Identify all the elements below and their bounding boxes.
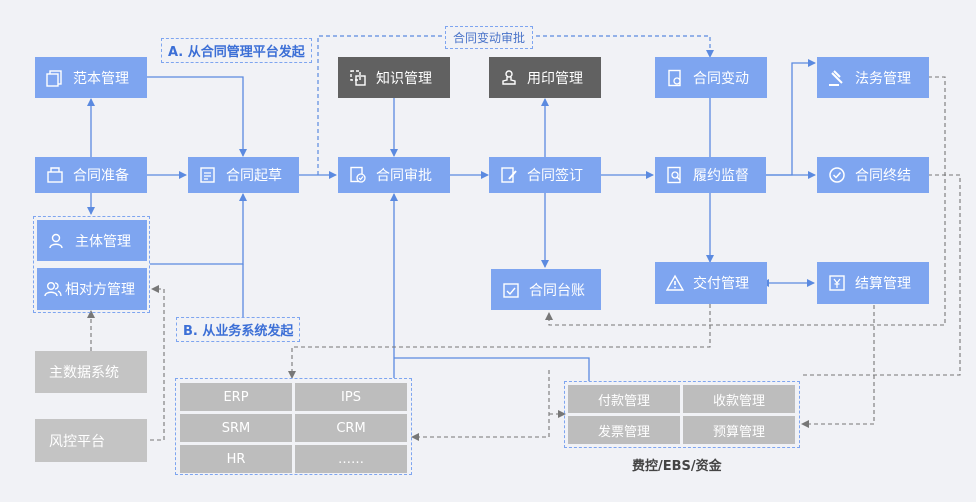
yen-icon	[827, 273, 847, 293]
system-label: IPS	[341, 389, 361, 405]
node-settlement-label: 结算管理	[855, 276, 911, 292]
person-icon	[47, 231, 67, 251]
node-risk[interactable]: 风控平台	[35, 419, 147, 462]
node-draft-label: 合同起草	[226, 168, 282, 184]
gavel-icon	[827, 68, 847, 88]
monitor-icon	[665, 165, 685, 185]
system-item[interactable]: ERP	[180, 383, 292, 411]
section-b-label: B. 从业务系统发起	[176, 317, 301, 342]
node-risk-label: 风控平台	[49, 433, 105, 450]
node-seal[interactable]: 用印管理	[489, 57, 601, 98]
node-monitor[interactable]: 履约监督	[655, 157, 766, 193]
dash-settlement-finance	[801, 305, 875, 428]
node-sign[interactable]: 合同签订	[489, 157, 601, 193]
node-template-label: 范本管理	[73, 70, 129, 87]
dash-end-right	[800, 174, 961, 376]
finance-item[interactable]: 收款管理	[683, 385, 795, 413]
finance-label: 付款管理	[597, 393, 650, 409]
node-entity[interactable]: 主体管理	[37, 220, 147, 261]
node-legal[interactable]: 法务管理	[817, 57, 929, 98]
finance-label: 预算管理	[712, 424, 765, 440]
dash-risk-counterparty	[150, 285, 165, 441]
section-a-label: A. 从合同管理平台发起	[161, 38, 312, 63]
dash-change-approval	[317, 35, 714, 175]
business-systems-group	[175, 378, 412, 475]
node-draft[interactable]: 合同起草	[188, 157, 299, 193]
node-change[interactable]: 合同变动	[655, 57, 767, 98]
node-approve[interactable]: 合同审批	[338, 157, 450, 193]
finance-label: 收款管理	[712, 393, 765, 409]
node-entity-label: 主体管理	[75, 233, 131, 250]
system-label: HR	[226, 451, 246, 467]
finance-caption: 费控/EBS/资金	[632, 459, 722, 474]
node-monitor-label: 履约监督	[693, 168, 749, 184]
entity-group	[33, 216, 150, 313]
node-delivery-label: 交付管理	[693, 276, 749, 292]
system-item[interactable]: CRM	[295, 414, 407, 442]
draft-icon	[198, 165, 218, 185]
system-item[interactable]: IPS	[295, 383, 407, 411]
flow-template-draft	[147, 76, 247, 157]
people-icon	[43, 279, 63, 299]
warning-icon	[665, 273, 685, 293]
node-master-data-label: 主数据系统	[49, 365, 119, 381]
check-circle-icon	[827, 165, 847, 185]
node-counterparty[interactable]: 相对方管理	[37, 268, 147, 310]
node-legal-label: 法务管理	[855, 70, 911, 87]
system-label: CRM	[336, 420, 366, 436]
node-template[interactable]: 范本管理	[35, 57, 147, 98]
finance-item[interactable]: 发票管理	[568, 416, 680, 444]
node-prepare-label: 合同准备	[73, 168, 129, 184]
flow-monitor-legal	[766, 59, 816, 176]
sign-icon	[499, 165, 519, 185]
change-icon	[665, 68, 685, 88]
template-icon	[45, 68, 65, 88]
dash-legal-right	[545, 76, 946, 326]
dash-ledger-systems	[411, 370, 550, 441]
system-item[interactable]: SRM	[180, 414, 292, 442]
node-ledger[interactable]: 合同台账	[491, 269, 601, 310]
approval-change-label: 合同变动审批	[445, 26, 534, 49]
prepare-icon	[45, 165, 65, 185]
node-delivery[interactable]: 交付管理	[655, 262, 767, 304]
system-label: SRM	[221, 420, 251, 436]
system-item[interactable]: HR	[180, 445, 292, 473]
finance-systems-group	[564, 381, 800, 448]
node-counterparty-label: 相对方管理	[65, 282, 135, 298]
system-label: ……	[338, 451, 364, 467]
node-knowledge-label: 知识管理	[376, 70, 432, 87]
node-knowledge[interactable]: 知识管理	[338, 57, 450, 98]
node-seal-label: 用印管理	[527, 70, 583, 87]
node-sign-label: 合同签订	[527, 168, 583, 184]
finance-item[interactable]: 预算管理	[683, 416, 795, 444]
finance-label: 发票管理	[597, 424, 650, 440]
node-end[interactable]: 合同终结	[817, 157, 929, 193]
knowledge-icon	[348, 68, 368, 88]
system-item[interactable]: ……	[295, 445, 407, 473]
seal-icon	[499, 68, 519, 88]
node-prepare[interactable]: 合同准备	[35, 157, 147, 193]
approve-icon	[348, 165, 368, 185]
node-ledger-label: 合同台账	[529, 282, 585, 299]
finance-item[interactable]: 付款管理	[568, 385, 680, 413]
flow-counterparty-draft	[150, 193, 247, 265]
dash-delivery-systems	[288, 304, 711, 379]
node-settlement[interactable]: 结算管理	[817, 262, 929, 304]
ledger-icon	[501, 280, 521, 300]
node-master-data[interactable]: 主数据系统	[35, 351, 147, 393]
node-approve-label: 合同审批	[376, 168, 432, 184]
flow-finance-approve	[394, 357, 590, 381]
node-change-label: 合同变动	[693, 70, 749, 87]
node-end-label: 合同终结	[855, 168, 911, 184]
system-label: ERP	[223, 389, 249, 405]
